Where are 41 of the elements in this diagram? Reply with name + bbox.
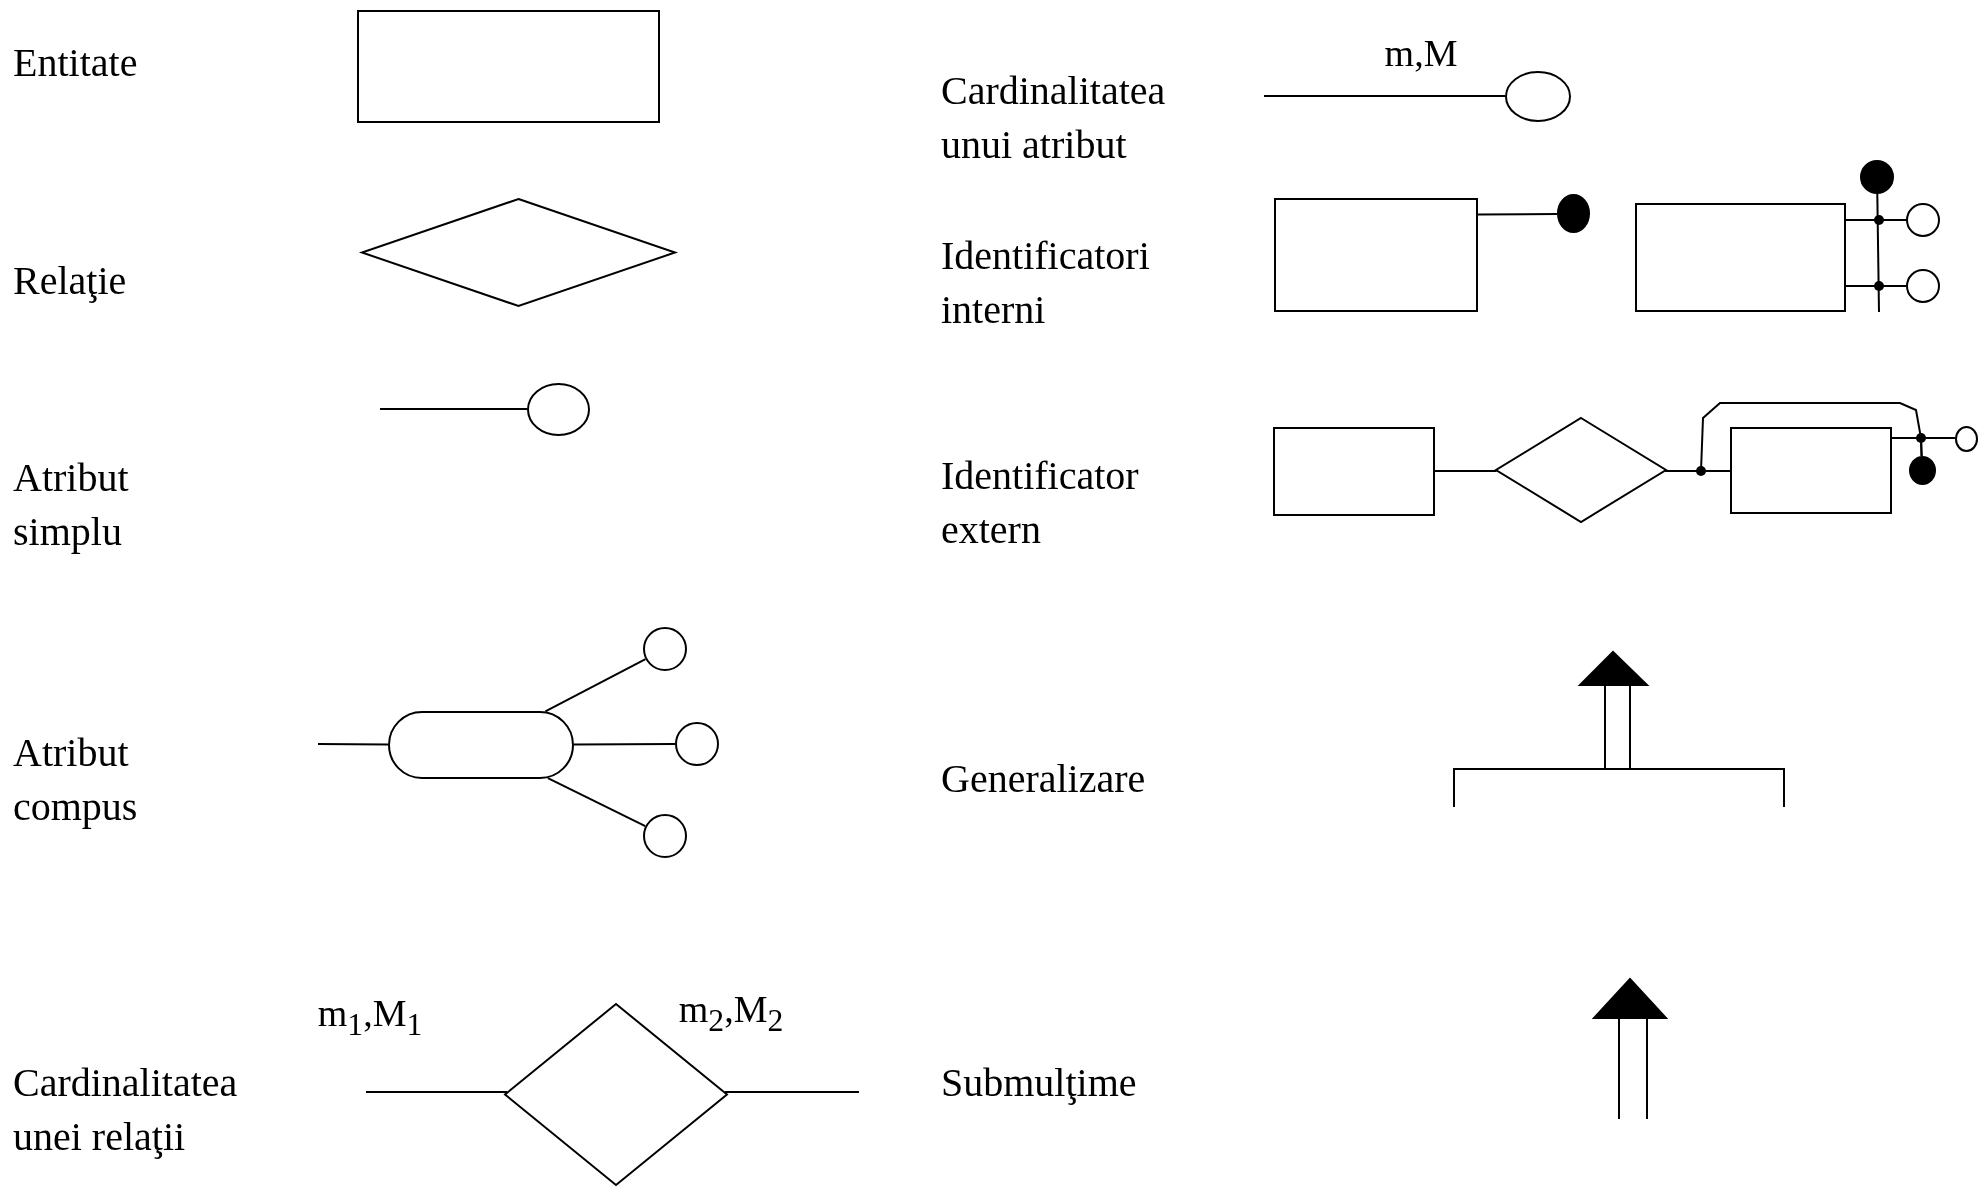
notation-label: Relaţie	[13, 257, 127, 305]
connector-line	[1434, 470, 1498, 472]
notation-label: Atribut compus	[13, 729, 139, 831]
connector-line	[1876, 193, 1880, 313]
attribute-circle	[1955, 426, 1978, 452]
notation-label: Cardinalitatea unui atribut	[941, 67, 1167, 169]
entity-box	[1730, 427, 1892, 514]
connector-line	[379, 408, 528, 410]
attribute-circle	[527, 383, 590, 436]
connector-line	[723, 1091, 860, 1093]
identifier-dot	[1860, 160, 1894, 194]
attribute-circle	[643, 814, 687, 858]
notation-label: Identificator extern	[941, 452, 1140, 554]
relationship-diamond	[361, 198, 676, 307]
notation-label: Cardinalitatea unei relaţii	[13, 1059, 239, 1161]
notation-label: Entitate	[13, 39, 138, 87]
connector-line	[1845, 285, 1907, 287]
attribute-circle	[1906, 203, 1940, 237]
connector-line	[317, 743, 389, 746]
notation-label: Identificatori interni	[941, 232, 1151, 334]
identifier-dot	[1909, 456, 1936, 485]
entity-box	[1273, 427, 1435, 516]
attribute-circle	[1906, 269, 1940, 303]
identifier-dot	[1557, 194, 1590, 233]
notation-label: Atribut simplu	[13, 454, 130, 556]
entity-box	[1274, 198, 1478, 312]
connector-line	[1263, 95, 1506, 97]
entity-box	[357, 10, 660, 123]
attribute-circle	[1505, 71, 1571, 122]
notation-label: Generalizare	[941, 755, 1146, 803]
notation-label: Submulţime	[941, 1059, 1137, 1107]
connector-line	[1845, 219, 1907, 221]
attribute-circle	[675, 722, 719, 766]
connector-line	[573, 743, 676, 746]
connector-line	[365, 1091, 509, 1093]
attribute-circle	[643, 627, 687, 671]
connector-line	[544, 658, 647, 713]
relationship-diamond	[1495, 417, 1667, 523]
entity-box	[1635, 203, 1846, 312]
connector-line	[1477, 213, 1558, 216]
connector-line	[546, 777, 647, 828]
